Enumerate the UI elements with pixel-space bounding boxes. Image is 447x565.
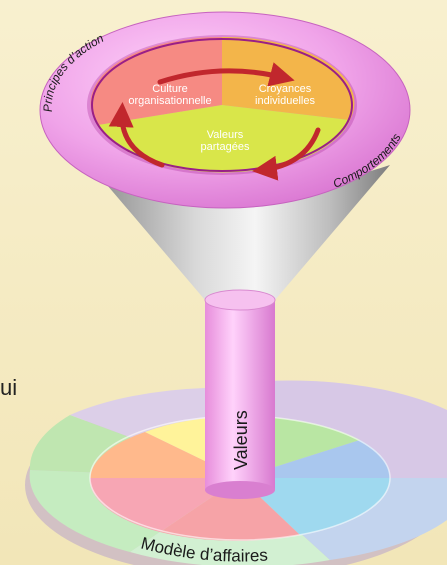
arrow-valeurs-to-culture bbox=[108, 102, 165, 168]
arrow-culture-to-croyances bbox=[157, 62, 295, 87]
values-cylinder bbox=[205, 300, 275, 499]
pipe-label: Valeurs bbox=[231, 410, 251, 470]
cylinder-top bbox=[204, 289, 276, 311]
croyances-label-line2: individuelles bbox=[255, 95, 315, 107]
valeurs-label-line2: partagées bbox=[201, 141, 250, 153]
culture-label-line1: Culture bbox=[152, 83, 187, 95]
sector-valeurs bbox=[98, 105, 350, 173]
cut-off-text-fragment: ui bbox=[0, 375, 18, 400]
culture-label-line2: organisationnelle bbox=[128, 95, 211, 107]
valeurs-label-line1: Valeurs bbox=[207, 129, 244, 141]
cycle-arrows bbox=[108, 62, 321, 181]
croyances-label-line1: Croyances bbox=[259, 83, 312, 95]
arrow-croyances-to-valeurs bbox=[252, 127, 321, 181]
